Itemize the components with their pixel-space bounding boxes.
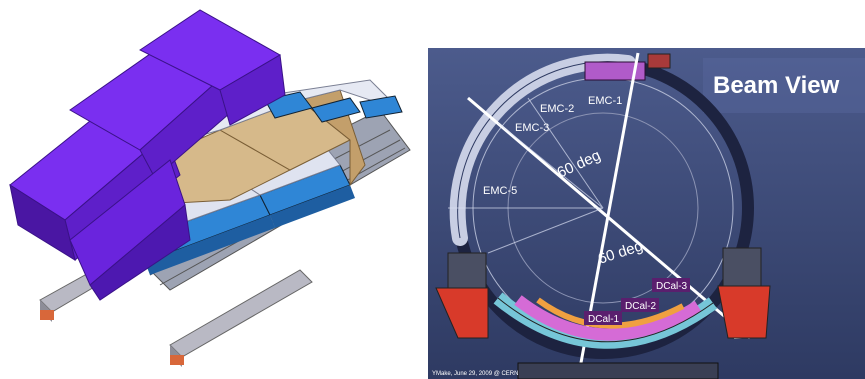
credit-text: YMake, June 29, 2009 @ CERN	[432, 371, 518, 377]
dcal-3-tag: DCal-3	[652, 278, 690, 292]
purple-module-blocks	[9, 9, 286, 301]
emc-2-label: EMC-2	[540, 103, 574, 115]
bottom-calorimeter	[493, 292, 718, 349]
emc-1-label: EMC-1	[588, 95, 622, 107]
beam-view-title: Beam View	[713, 72, 840, 99]
emc-5-label: EMC-5	[483, 185, 517, 197]
dcal-2-tag: DCal-2	[621, 298, 659, 312]
beam-view-diagram: Beam View EMC-1 EMC-2 EMC-3 EMC-5 60 deg…	[428, 48, 865, 379]
emc-3-label: EMC-3	[515, 122, 549, 134]
top-module	[584, 61, 646, 81]
calorimeter-3d-render	[9, 9, 411, 367]
svg-text:DCal-1: DCal-1	[588, 314, 620, 325]
svg-text:DCal-2: DCal-2	[625, 301, 657, 312]
svg-text:DCal-3: DCal-3	[656, 281, 688, 292]
dcal-1-tag: DCal-1	[584, 311, 622, 325]
red-supports	[435, 247, 771, 339]
